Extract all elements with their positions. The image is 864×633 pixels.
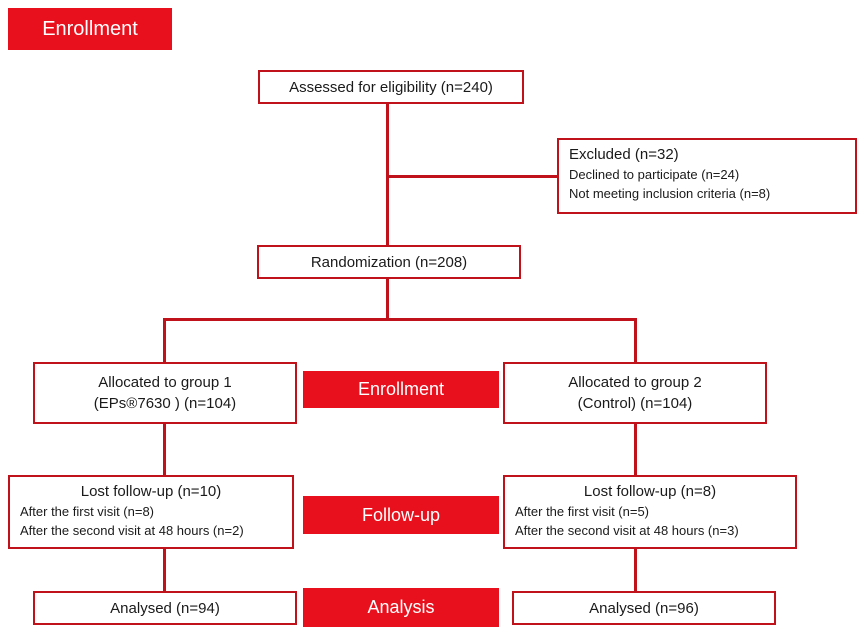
group2-analysed-box: Analysed (n=96) [512, 591, 776, 625]
group1-allocation-box: Allocated to group 1 (EPs®7630 ) (n=104) [33, 362, 297, 424]
connector-group2-to-lost [634, 423, 637, 475]
connector-assessed-to-randomization [386, 101, 389, 245]
assessed-label: Assessed for eligibility (n=240) [289, 78, 493, 96]
connector-to-group1 [163, 318, 166, 364]
assessed-box: Assessed for eligibility (n=240) [258, 70, 524, 104]
connector-group1-to-lost [163, 423, 166, 475]
connector-group1-to-analysed [163, 548, 166, 592]
excluded-title: Excluded (n=32) [569, 146, 679, 163]
followup-stage-label: Follow-up [303, 496, 499, 534]
group2-lost-reason-second: After the second visit at 48 hours (n=3) [515, 523, 739, 538]
connector-to-excluded [386, 175, 558, 178]
group2-allocation-box: Allocated to group 2 (Control) (n=104) [503, 362, 767, 424]
group2-allocation-line2: (Control) (n=104) [577, 395, 693, 412]
randomization-box: Randomization (n=208) [257, 245, 521, 279]
group2-analysed-label: Analysed (n=96) [589, 599, 699, 617]
group1-analysed-box: Analysed (n=94) [33, 591, 297, 625]
excluded-box: Excluded (n=32) Declined to participate … [557, 138, 857, 214]
enrollment-stage-label: Enrollment [303, 371, 499, 408]
group1-analysed-label: Analysed (n=94) [110, 599, 220, 617]
group1-lost-title: Lost follow-up (n=10) [80, 483, 222, 500]
analysis-stage-label: Analysis [303, 588, 499, 627]
connector-split-horizontal [163, 318, 637, 321]
group1-lost-reason-second: After the second visit at 48 hours (n=2) [20, 523, 244, 538]
enrollment-header-label: Enrollment [8, 8, 172, 50]
group2-allocation-line1: Allocated to group 2 [568, 374, 702, 391]
randomization-label: Randomization (n=208) [310, 253, 468, 271]
group1-lost-reason-first: After the first visit (n=8) [20, 504, 155, 519]
connector-randomization-down [386, 277, 389, 320]
excluded-reason-declined: Declined to participate (n=24) [569, 167, 740, 182]
group2-lost-followup-box: Lost follow-up (n=8) After the first vis… [503, 475, 797, 549]
connector-group2-to-analysed [634, 548, 637, 592]
group2-lost-reason-first: After the first visit (n=5) [515, 504, 650, 519]
group1-allocation-line1: Allocated to group 1 [98, 374, 232, 391]
excluded-reason-criteria: Not meeting inclusion criteria (n=8) [569, 186, 771, 201]
group2-lost-title: Lost follow-up (n=8) [583, 483, 717, 500]
group1-lost-followup-box: Lost follow-up (n=10) After the first vi… [8, 475, 294, 549]
connector-to-group2 [634, 318, 637, 364]
group1-allocation-line2: (EPs®7630 ) (n=104) [93, 395, 237, 412]
